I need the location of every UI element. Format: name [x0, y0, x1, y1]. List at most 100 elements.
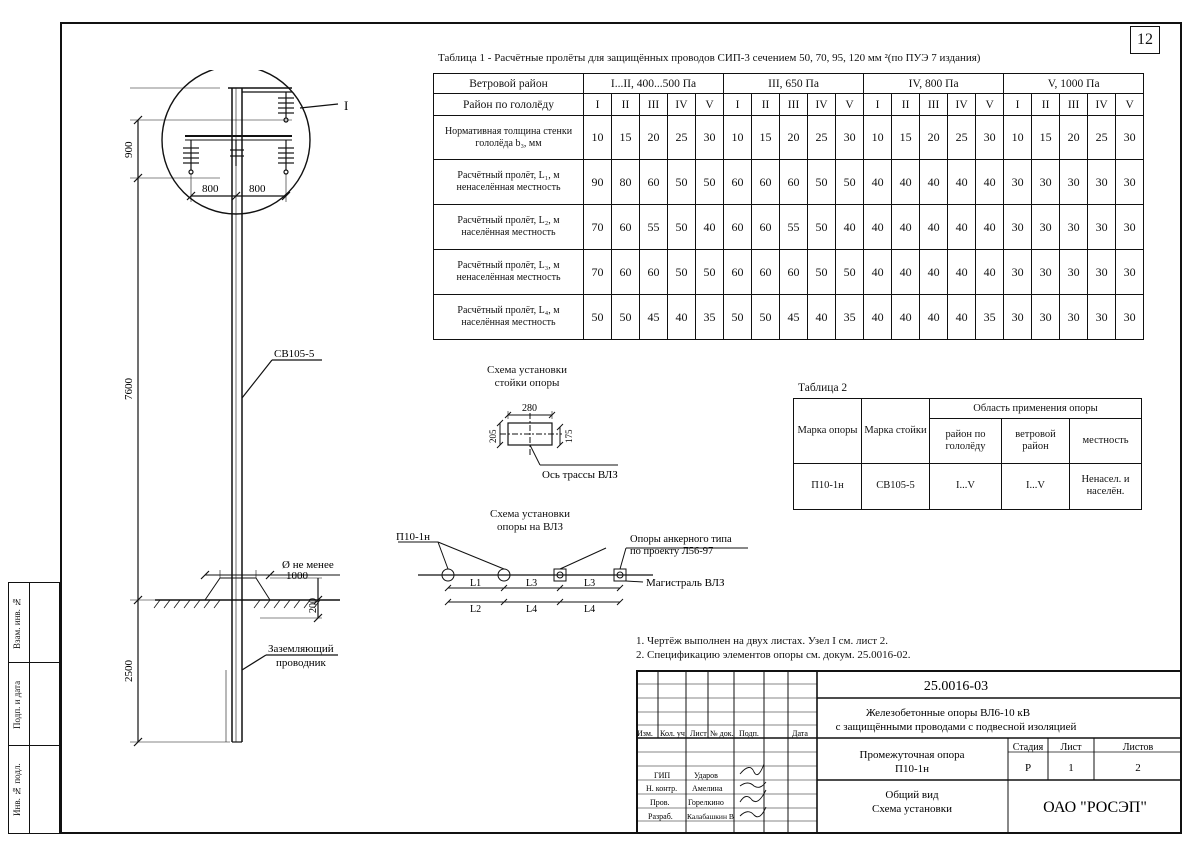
doc-kind-1: Общий вид — [885, 789, 939, 801]
dia-label: Ø не менее — [282, 559, 334, 571]
table-cell: 45 — [639, 294, 668, 340]
dim-2500: 2500 — [123, 660, 135, 683]
col-header: Изм. — [637, 729, 653, 738]
sheets-label: Листов — [1123, 742, 1154, 753]
ice-region: II — [1031, 93, 1061, 116]
ice-region: V — [835, 93, 865, 116]
table-cell: 60 — [723, 249, 753, 295]
table1-title: Таблица 1 - Расчётные пролёты для защищё… — [438, 52, 981, 64]
sheet-value: 1 — [1068, 762, 1074, 774]
dim-200: 200 — [308, 598, 319, 613]
role: ГИП — [654, 771, 670, 780]
col-header: Дата — [792, 729, 808, 738]
table-cell: 30 — [1115, 294, 1145, 340]
table-cell: 30 — [1087, 249, 1117, 295]
ice-region: V — [694, 93, 725, 116]
table-cell: 50 — [835, 159, 865, 205]
row-label: Расчётный пролёт, L₃, м ненаселённая мес… — [433, 249, 584, 295]
dim-280: 280 — [522, 403, 537, 414]
table-cell: 30 — [1115, 249, 1145, 295]
table-cell: 40 — [863, 294, 893, 340]
dim-800-left: 800 — [202, 183, 219, 195]
table-cell: 60 — [639, 159, 668, 205]
table-cell: 30 — [1059, 294, 1089, 340]
table-cell: 40 — [919, 294, 949, 340]
col-wind: ветровой район — [1001, 418, 1070, 464]
role: Разраб. — [648, 812, 673, 821]
ice-region: II — [611, 93, 640, 116]
table-cell: 50 — [667, 159, 696, 205]
table-cell: 40 — [975, 249, 1005, 295]
node-label: I — [344, 98, 348, 113]
table-cell: 60 — [611, 204, 640, 250]
table-cell: 30 — [975, 115, 1005, 160]
ice-region: IV — [1087, 93, 1117, 116]
row-label: Расчётный пролёт, L₄, м населённая местн… — [433, 294, 584, 340]
row-label: Расчётный пролёт, L₂, м населённая местн… — [433, 204, 584, 250]
table-cell: 30 — [1115, 204, 1145, 250]
table-cell: 30 — [1003, 204, 1033, 250]
doc-title-2: с защищёнными проводами с подвесной изол… — [836, 721, 1077, 733]
col-area: Область применения опоры — [928, 397, 1143, 420]
dim-7600: 7600 — [123, 378, 135, 401]
dim-900: 900 — [123, 141, 135, 158]
scheme-vlz: П10-1н Опоры анкерного типа по проекту Л… — [396, 531, 748, 615]
ice-region: IV — [667, 93, 696, 116]
table-cell: 30 — [1059, 159, 1089, 205]
col-header: Кол. уч. — [660, 729, 687, 738]
table-cell: 50 — [694, 159, 725, 205]
table-cell: 30 — [1087, 159, 1117, 205]
table-cell: 40 — [891, 249, 921, 295]
table-cell: 30 — [1087, 294, 1117, 340]
table-cell: 50 — [694, 249, 725, 295]
table-cell: 30 — [1003, 159, 1033, 205]
table-cell: 60 — [751, 159, 781, 205]
table-cell: 70 — [583, 249, 612, 295]
table-cell: 25 — [947, 115, 977, 160]
anchor-label-1: Опоры анкерного типа — [630, 534, 732, 545]
ice-region: III — [919, 93, 949, 116]
table-cell: 40 — [863, 249, 893, 295]
sheet-label: Лист — [1061, 742, 1083, 753]
span-l4: L4 — [526, 604, 537, 615]
table-cell: 40 — [863, 159, 893, 205]
cell-pole: П10-1н — [793, 462, 862, 511]
name: Горелкино — [688, 798, 724, 807]
dim-175: 175 — [564, 429, 574, 443]
col-rack-mark: Марка стойки — [861, 398, 930, 464]
ice-region: V — [1115, 93, 1145, 116]
wind-region: IV, 800 Па — [863, 73, 1005, 94]
main-label: Магистраль ВЛЗ — [646, 577, 725, 589]
table-cell: 30 — [1031, 294, 1061, 340]
object-1: Промежуточная опора — [860, 749, 965, 761]
wind-region: III, 650 Па — [723, 73, 865, 94]
note-2: 2. Спецификацию элементов опоры см. доку… — [636, 649, 911, 661]
span-l3: L3 — [584, 578, 595, 589]
table-cell: 30 — [694, 115, 725, 160]
side-strip — [8, 582, 30, 834]
table-cell: 30 — [835, 115, 865, 160]
table-cell: 30 — [1059, 249, 1089, 295]
table-cell: 50 — [583, 294, 612, 340]
col-terrain: местность — [1068, 418, 1143, 464]
table-cell: 15 — [611, 115, 640, 160]
table2-title: Таблица 2 — [798, 382, 848, 394]
table-cell: 25 — [667, 115, 696, 160]
table-cell: 50 — [751, 294, 781, 340]
table-cell: 20 — [1059, 115, 1089, 160]
doc-kind-2: Схема установки — [872, 803, 952, 815]
table-cell: 30 — [1031, 249, 1061, 295]
dim-800-right: 800 — [249, 183, 266, 195]
cell-wind: I...V — [1001, 462, 1070, 511]
page-number: 12 — [1130, 26, 1160, 54]
table-cell: 30 — [1031, 204, 1061, 250]
side-strip-inner — [30, 582, 60, 834]
table-cell: 40 — [975, 159, 1005, 205]
table-cell: 15 — [751, 115, 781, 160]
table-cell: 50 — [807, 204, 837, 250]
table-cell: 60 — [611, 249, 640, 295]
span-l4: L4 — [584, 604, 595, 615]
table-cell: 40 — [891, 159, 921, 205]
insulator-right — [278, 140, 294, 175]
